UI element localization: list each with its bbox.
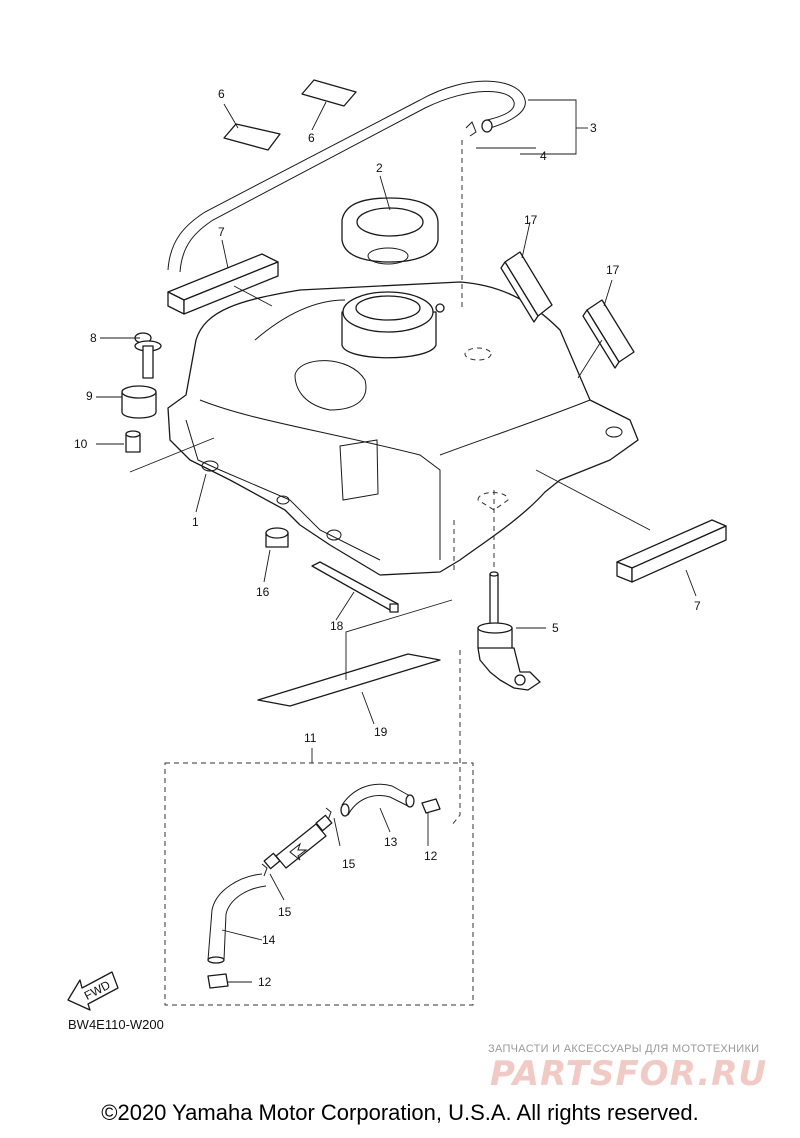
callout-3: 3 <box>590 121 597 135</box>
leader-lines <box>96 99 697 983</box>
damper-block <box>582 299 635 369</box>
fuel-cock <box>477 571 541 691</box>
fuel-filter <box>263 814 333 870</box>
breather-hose <box>167 80 526 273</box>
callout-13: 13 <box>384 835 398 849</box>
callout-7: 7 <box>694 599 701 613</box>
grommet <box>121 385 157 419</box>
callout-2: 2 <box>376 161 383 175</box>
callout-14: 14 <box>262 933 276 947</box>
diagram-code: BW4E110-W200 <box>68 1017 164 1032</box>
callout-12: 12 <box>258 975 272 989</box>
callout-11: 11 <box>304 731 317 745</box>
bolt <box>134 332 162 379</box>
callout-12: 12 <box>424 849 438 863</box>
callout-9: 9 <box>86 389 93 403</box>
watermark-logo: PARTSFOR.RU <box>490 1054 768 1094</box>
hose-clip <box>207 973 229 989</box>
callout-15: 15 <box>342 857 356 871</box>
damper-block <box>167 253 279 315</box>
callout-18: 18 <box>330 619 344 633</box>
callout-19: 19 <box>374 725 388 739</box>
fuel-tank <box>167 281 639 576</box>
clip-icon <box>465 121 477 137</box>
callout-5: 5 <box>552 621 559 635</box>
clip-icon <box>325 807 332 821</box>
grommet <box>265 527 289 548</box>
callout-6: 6 <box>218 87 225 101</box>
callout-16: 16 <box>256 585 270 599</box>
hose-clip <box>421 798 441 814</box>
filler-neck <box>341 291 445 359</box>
callout-8: 8 <box>90 331 97 345</box>
damper-block <box>616 519 727 583</box>
watermark-tagline: ЗАПЧАСТИ И АКСЕССУАРЫ ДЛЯ МОТОТЕХНИКИ <box>488 1043 760 1055</box>
callout-1: 1 <box>192 515 199 529</box>
callout-4: 4 <box>540 149 547 163</box>
fwd-arrow-icon: FWD <box>67 971 119 1011</box>
damper-strip <box>311 561 399 613</box>
callout-10: 10 <box>74 437 88 451</box>
clip-icon <box>261 863 268 877</box>
callout-6: 6 <box>308 131 315 145</box>
callout-17: 17 <box>524 213 538 227</box>
tank-pad <box>257 653 441 707</box>
fuel-hose <box>207 873 267 964</box>
hose-end <box>481 119 493 133</box>
fuel-hose <box>340 783 415 817</box>
collar <box>125 430 141 453</box>
callout-7: 7 <box>218 225 225 239</box>
rubber-pad <box>223 123 281 151</box>
copyright-notice: ©2020 Yamaha Motor Corporation, U.S.A. A… <box>101 1100 699 1125</box>
callout-15: 15 <box>278 905 292 919</box>
damper-block <box>500 251 553 323</box>
callout-17: 17 <box>606 263 620 277</box>
fuel-cap <box>341 197 439 265</box>
rubber-pad <box>301 79 357 107</box>
